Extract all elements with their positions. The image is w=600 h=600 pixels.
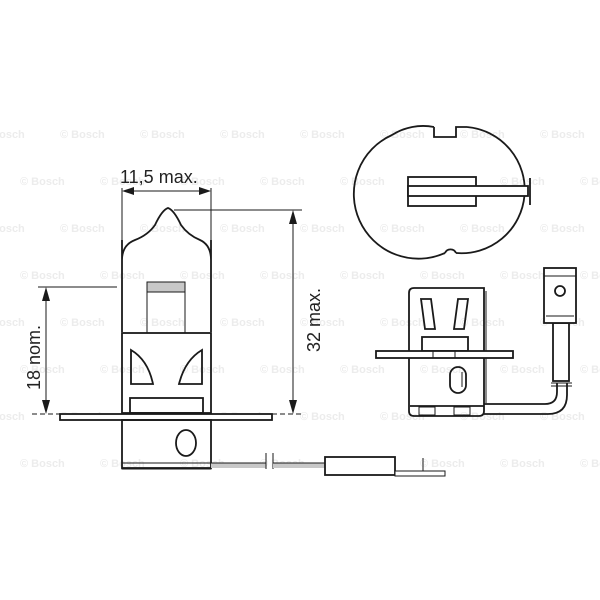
svg-text:© Bosch: © Bosch: [220, 129, 265, 141]
svg-text:© Bosch: © Bosch: [580, 458, 600, 470]
svg-text:© Bosch: © Bosch: [580, 270, 600, 282]
filament-cap: [146, 281, 186, 293]
width-label: 11,5 max.: [120, 167, 198, 187]
svg-text:© Bosch: © Bosch: [540, 411, 585, 423]
base-view: [375, 267, 577, 417]
svg-text:© Bosch: © Bosch: [340, 270, 385, 282]
svg-text:© Bosch: © Bosch: [420, 270, 465, 282]
svg-text:© Bosch: © Bosch: [0, 129, 25, 141]
svg-text:© Bosch: © Bosch: [100, 176, 145, 188]
svg-text:© Bosch: © Bosch: [180, 270, 225, 282]
svg-text:© Bosch: © Bosch: [140, 223, 185, 235]
svg-text:© Bosch: © Bosch: [380, 411, 425, 423]
svg-text:© Bosch: © Bosch: [260, 176, 305, 188]
base-lower: [121, 419, 212, 469]
dimension-width: 11,5 max.: [120, 167, 212, 240]
svg-text:© Bosch: © Bosch: [580, 364, 600, 376]
svg-text:© Bosch: © Bosch: [20, 364, 65, 376]
svg-text:© Bosch: © Bosch: [500, 458, 545, 470]
svg-text:© Bosch: © Bosch: [460, 317, 505, 329]
svg-text:© Bosch: © Bosch: [60, 317, 105, 329]
svg-text:© Bosch: © Bosch: [60, 223, 105, 235]
svg-text:© Bosch: © Bosch: [380, 317, 425, 329]
svg-text:© Bosch: © Bosch: [540, 223, 585, 235]
dimension-focal: 18 nom.: [24, 286, 117, 415]
svg-text:© Bosch: © Bosch: [0, 317, 25, 329]
svg-text:© Bosch: © Bosch: [420, 458, 465, 470]
top-view-outline: [352, 125, 526, 260]
svg-text:© Bosch: © Bosch: [340, 364, 385, 376]
side-view: [59, 207, 446, 477]
svg-text:© Bosch: © Bosch: [180, 176, 225, 188]
svg-text:© Bosch: © Bosch: [460, 411, 505, 423]
lead-insulation: [552, 322, 570, 382]
bulb-glass-outline: [121, 207, 212, 332]
svg-text:© Bosch: © Bosch: [300, 223, 345, 235]
wire-connector: [324, 456, 396, 476]
top-view: [352, 125, 531, 260]
dimension-height: 32 max.: [174, 209, 324, 415]
svg-text:© Bosch: © Bosch: [460, 129, 505, 141]
svg-text:© Bosch: © Bosch: [0, 411, 25, 423]
tab-left: [130, 348, 155, 385]
tab-right: [177, 348, 203, 385]
svg-text:© Bosch: © Bosch: [380, 129, 425, 141]
svg-text:© Bosch: © Bosch: [420, 364, 465, 376]
base-view-slot: [449, 366, 467, 394]
svg-text:© Bosch: © Bosch: [20, 176, 65, 188]
height-label: 32 max.: [304, 288, 324, 352]
svg-text:© Bosch: © Bosch: [500, 176, 545, 188]
svg-text:© Bosch: © Bosch: [20, 458, 65, 470]
svg-text:© Bosch: © Bosch: [260, 270, 305, 282]
svg-text:© Bosch: © Bosch: [220, 223, 265, 235]
svg-text:© Bosch: © Bosch: [220, 317, 265, 329]
base-view-body: [408, 287, 485, 417]
svg-text:© Bosch: © Bosch: [300, 317, 345, 329]
base-view-flange: [375, 350, 514, 359]
focal-label: 18 nom.: [24, 325, 44, 390]
svg-text:© Bosch: © Bosch: [0, 223, 25, 235]
svg-text:© Bosch: © Bosch: [140, 129, 185, 141]
svg-text:© Bosch: © Bosch: [580, 176, 600, 188]
top-view-lead: [407, 185, 529, 197]
svg-text:© Bosch: © Bosch: [140, 317, 185, 329]
svg-text:© Bosch: © Bosch: [500, 270, 545, 282]
svg-text:© Bosch: © Bosch: [380, 223, 425, 235]
svg-text:© Bosch: © Bosch: [20, 270, 65, 282]
svg-text:© Bosch: © Bosch: [60, 129, 105, 141]
terminal-hole: [554, 285, 566, 297]
base-slot: [129, 397, 204, 414]
svg-text:© Bosch: © Bosch: [300, 411, 345, 423]
svg-text:© Bosch: © Bosch: [300, 129, 345, 141]
svg-text:© Bosch: © Bosch: [460, 223, 505, 235]
base-hole: [175, 429, 197, 457]
svg-text:© Bosch: © Bosch: [340, 176, 385, 188]
svg-text:© Bosch: © Bosch: [260, 364, 305, 376]
svg-text:© Bosch: © Bosch: [540, 129, 585, 141]
svg-text:© Bosch: © Bosch: [500, 364, 545, 376]
